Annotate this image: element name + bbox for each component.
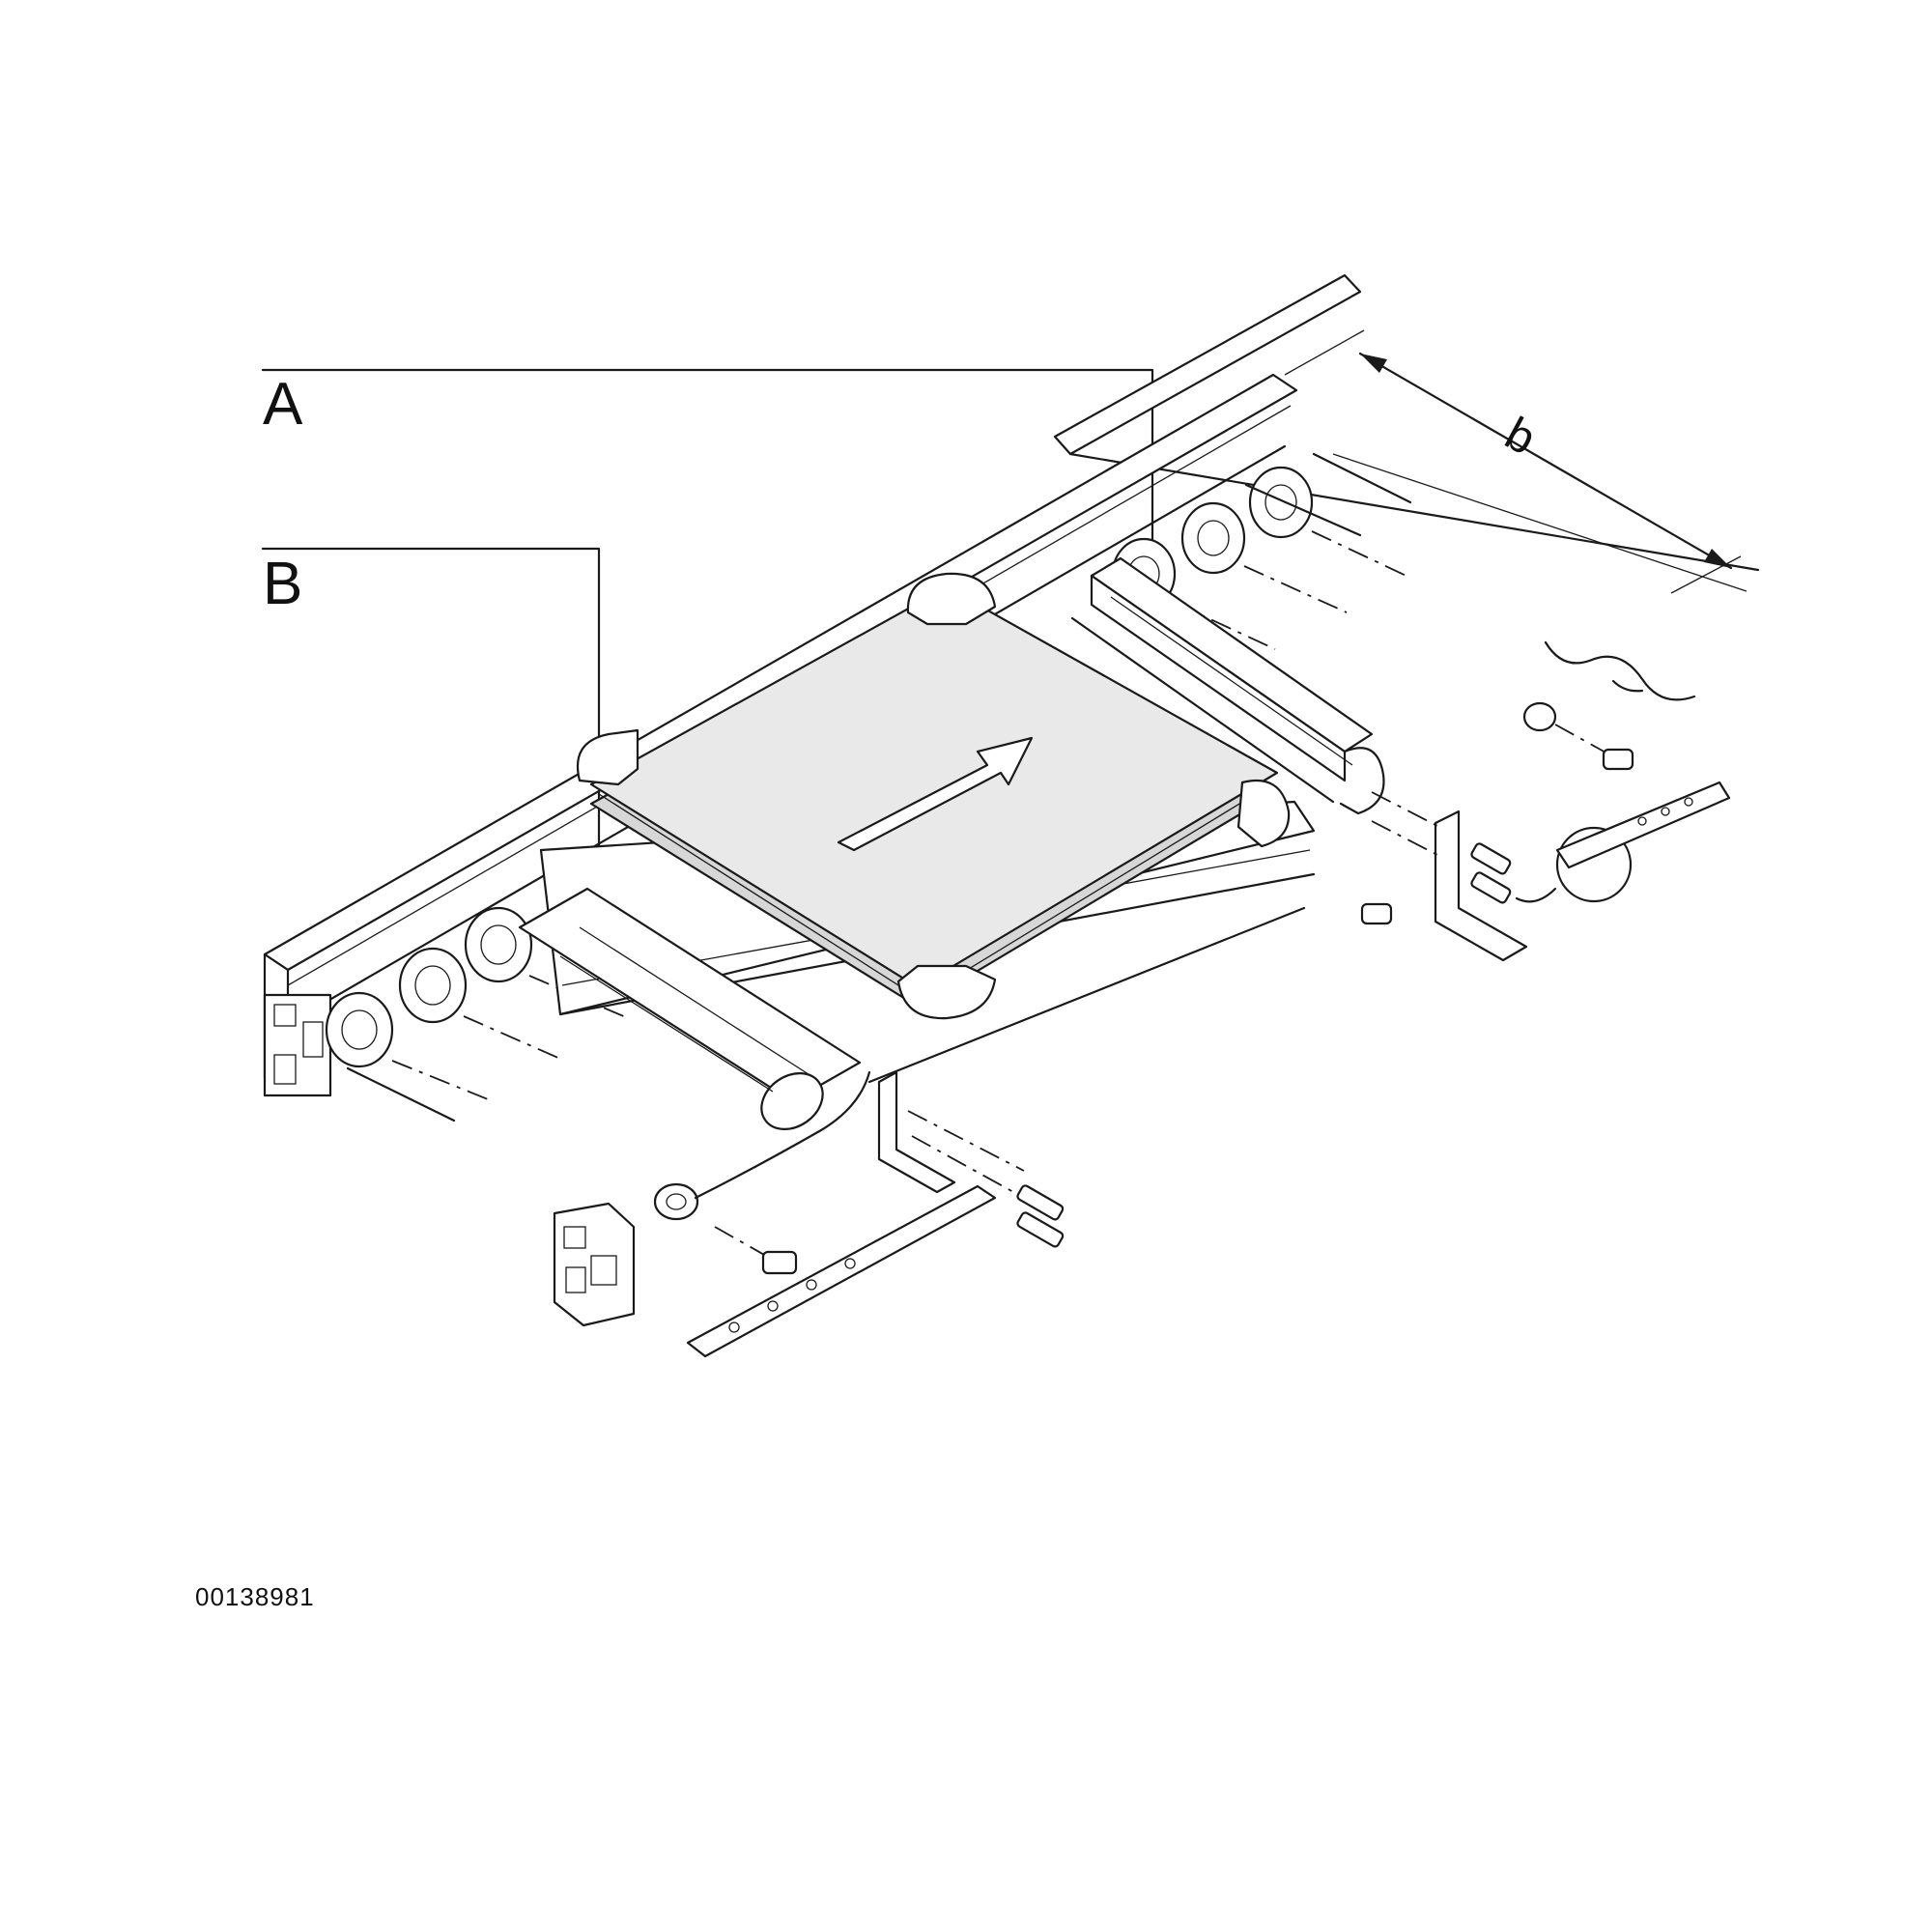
sensor-left	[653, 1070, 871, 1275]
roller-row-left	[325, 906, 629, 1122]
mounting-bracket-left	[877, 1070, 1065, 1248]
end-cap	[553, 1202, 636, 1327]
sensor-right	[1360, 701, 1634, 925]
perforated-strip-right	[1555, 781, 1731, 869]
callout-a-leader	[261, 368, 1154, 635]
guide-profile-right	[1070, 556, 1385, 815]
perforated-strip-left	[686, 1184, 997, 1358]
drawing-number: 00138981	[195, 1582, 315, 1611]
arrow-up-right-icon	[837, 736, 1034, 852]
return-roller	[518, 887, 862, 1130]
callout-a-label: A	[263, 371, 303, 438]
far-rail	[1053, 273, 1760, 701]
callout-b-label: B	[263, 551, 303, 617]
mounting-bracket-right	[1371, 791, 1528, 962]
